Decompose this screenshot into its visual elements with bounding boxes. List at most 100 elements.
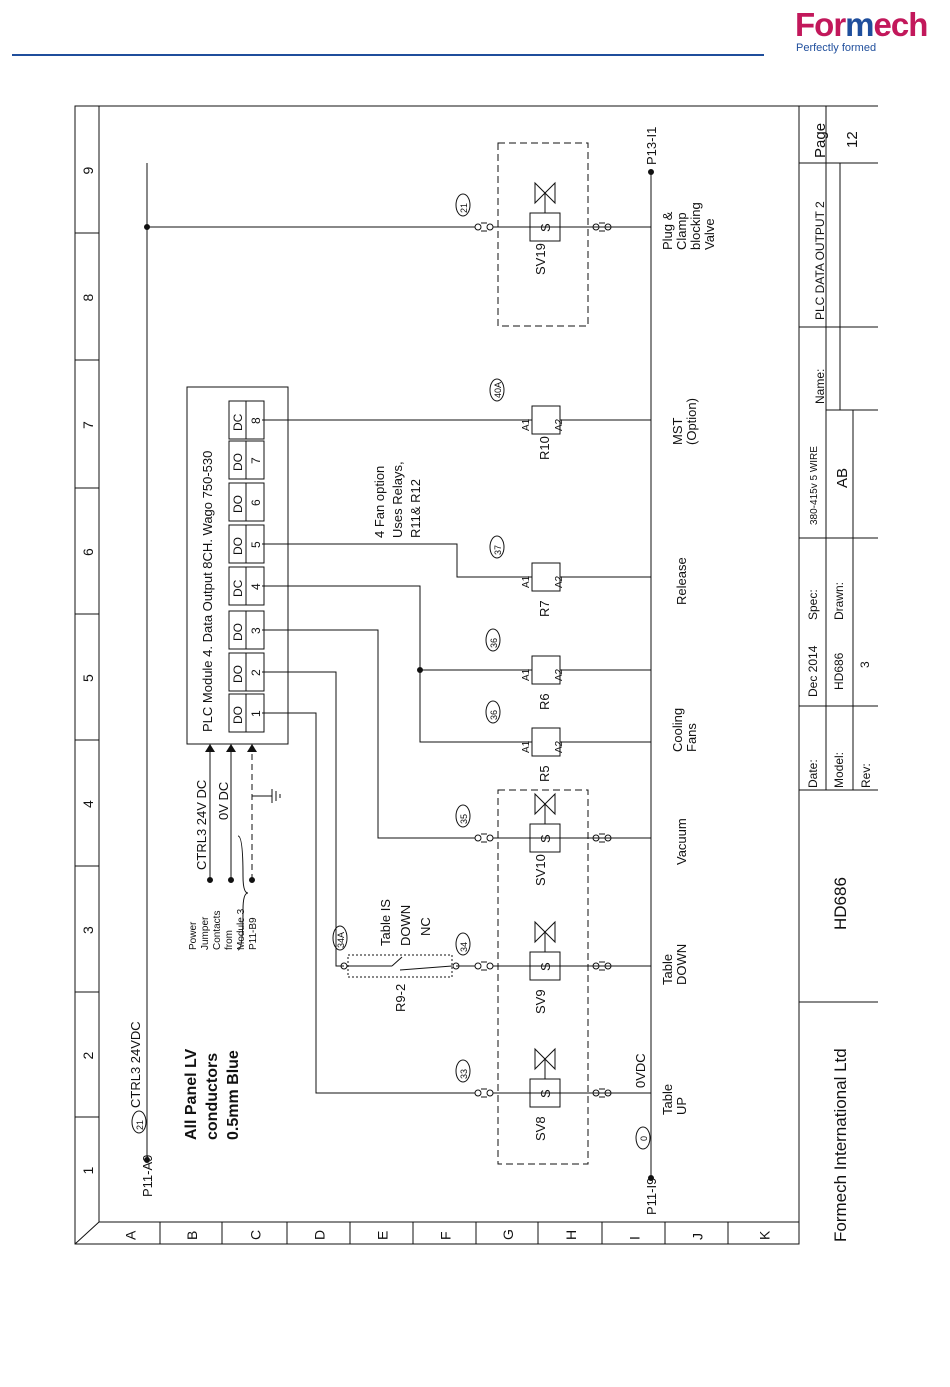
jumper-note-line: Module 3 <box>236 908 247 950</box>
plc-channel-number: 4 <box>249 583 263 590</box>
plc-channel-number: 2 <box>249 669 263 676</box>
device-description: Release <box>674 557 689 605</box>
row-label: G <box>500 1229 516 1240</box>
terminal <box>604 223 612 231</box>
wire-number: 40A <box>493 382 503 398</box>
interlock-label-1: Table IS <box>378 899 393 946</box>
page-label: Page <box>812 123 829 158</box>
fan-note-2: Uses Relays, <box>390 461 405 538</box>
wire-number: 21 <box>459 203 469 213</box>
supply-bottom-ref: P11-I9 <box>644 1178 659 1215</box>
wire-number-marker <box>455 193 471 217</box>
device-description: Vacuum <box>674 818 689 865</box>
terminal <box>474 1089 482 1097</box>
device-description: Valve <box>702 218 717 250</box>
terminal <box>604 1089 612 1097</box>
plc-channel-type: DO <box>231 453 245 471</box>
relay-a2: A2 <box>554 575 565 588</box>
supply-bottom-name: 0VDC <box>633 1053 648 1088</box>
device-tag: SV8 <box>533 1116 548 1141</box>
column-label: 5 <box>80 674 96 682</box>
jumper-note-line: P11-B9 <box>248 917 259 950</box>
jumper-note-line: Power <box>188 921 199 950</box>
device-tag: R10 <box>537 436 552 460</box>
valve-icon <box>534 920 556 944</box>
device-description: Table <box>660 954 675 985</box>
wire-34a-marker <box>332 925 348 951</box>
wire-number: 35 <box>459 814 469 824</box>
jumper-brace <box>237 835 249 951</box>
column-label: 4 <box>80 800 96 808</box>
interlock-label-3: NC <box>418 917 433 936</box>
terminal <box>474 223 482 231</box>
wire-number: 36 <box>489 638 499 648</box>
date-value: Dec 2014 <box>806 645 820 697</box>
device-tag: SV19 <box>533 243 548 275</box>
plc-channel-number: 5 <box>249 541 263 548</box>
terminal <box>486 962 494 970</box>
supply-top-name: CTRL3 24VDC <box>128 1021 143 1108</box>
wire-number: 33 <box>459 1069 469 1079</box>
solenoid-letter: S <box>538 834 553 843</box>
relay-a1: A1 <box>521 418 532 431</box>
relay-coil <box>531 727 561 757</box>
rev-value: 3 <box>858 661 872 668</box>
plc-channel-type: DO <box>231 537 245 555</box>
wire-21-marker <box>131 1110 147 1134</box>
power-0v-label: 0V DC <box>216 782 231 820</box>
wire-number-marker <box>455 804 471 828</box>
drawing-name: PLC DATA OUTPUT 2 <box>813 201 827 320</box>
wire-do3 <box>262 629 470 839</box>
relay-a2: A2 <box>554 418 565 431</box>
company-name: Formech International Ltd <box>831 1048 850 1242</box>
model-label: Model: <box>832 752 846 788</box>
drawn-label: Drawn: <box>832 582 846 620</box>
drawn-value: AB <box>834 468 851 488</box>
plc-channel-number: 7 <box>249 457 263 464</box>
formech-logo: Formech Perfectly formed <box>795 6 928 55</box>
plc-channel-number: 3 <box>249 627 263 634</box>
column-label: 7 <box>80 421 96 429</box>
device-description: UP <box>674 1097 689 1115</box>
relay-coil <box>531 405 561 435</box>
note-line-2: conductors <box>204 1053 221 1140</box>
name-label: Name: <box>813 369 827 404</box>
header-rule <box>12 54 764 56</box>
column-label: 3 <box>80 926 96 934</box>
model-value: HD686 <box>832 652 846 690</box>
row-label: F <box>438 1231 454 1240</box>
relay-a1: A1 <box>521 668 532 681</box>
valve-icon <box>534 181 556 205</box>
device-tag: R5 <box>537 765 552 782</box>
date-label: Date: <box>806 759 820 788</box>
plc-channel-number: 6 <box>249 499 263 506</box>
valve-icon <box>534 792 556 816</box>
wire-do5 <box>262 543 528 578</box>
wire-number-marker <box>485 628 501 652</box>
plc-channel-type: DO <box>231 623 245 641</box>
note-line-3: 0.5mm Blue <box>225 1050 242 1140</box>
wire-21-number: 21 <box>135 1120 145 1130</box>
spec-label: Spec: <box>806 589 820 620</box>
plc-channel-type: DC <box>231 579 245 597</box>
supply-top-ref: P11-A9 <box>140 1155 155 1197</box>
wire-34a-number: 34A <box>336 932 346 948</box>
plug-valve-box <box>497 142 589 327</box>
spec-value: 380-415v 5 WIRE <box>809 446 820 525</box>
supply-far-ref: P13-I1 <box>644 127 659 165</box>
wire-number: 34 <box>459 942 469 952</box>
terminal <box>474 962 482 970</box>
wire-number: 36 <box>489 710 499 720</box>
plc-channel-type: DO <box>231 706 245 724</box>
device-description: Plug & <box>660 211 675 250</box>
column-label: 1 <box>80 1167 96 1175</box>
terminal <box>486 223 494 231</box>
rev-label: Rev: <box>859 763 873 788</box>
terminal <box>474 834 482 842</box>
